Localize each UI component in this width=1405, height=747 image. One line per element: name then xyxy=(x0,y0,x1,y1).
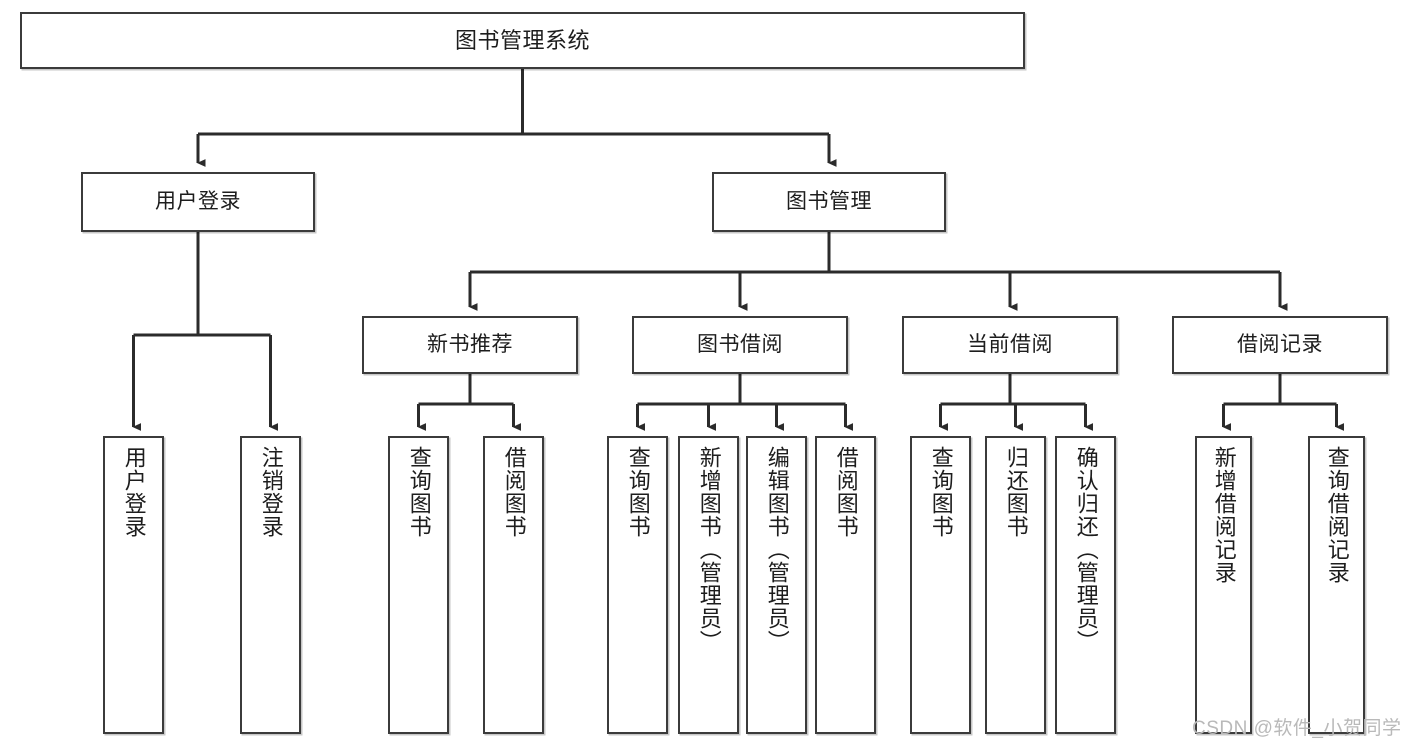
node-label: 用户登录 xyxy=(121,446,147,538)
node-borrow[interactable]: 图书借阅 xyxy=(632,316,848,374)
node-label: 图书借阅 xyxy=(697,332,783,356)
node-label: 用户登录 xyxy=(155,189,241,213)
node-label: 借阅记录 xyxy=(1237,332,1323,356)
node-records[interactable]: 借阅记录 xyxy=(1172,316,1388,374)
node-leaf-bor-2[interactable]: 新增图书（管理员） xyxy=(678,436,739,734)
node-leaf-cur-1[interactable]: 查询图书 xyxy=(910,436,971,734)
node-leaf-cur-3[interactable]: 确认归还（管理员） xyxy=(1055,436,1116,734)
node-leaf-new-2[interactable]: 借阅图书 xyxy=(483,436,544,734)
node-label: 借阅图书 xyxy=(833,446,859,538)
node-label: 图书管理 xyxy=(786,189,872,213)
node-label: 查询图书 xyxy=(928,446,954,538)
node-leaf-new-1[interactable]: 查询图书 xyxy=(388,436,449,734)
node-login[interactable]: 用户登录 xyxy=(81,172,315,232)
node-label: 图书管理系统 xyxy=(454,27,590,53)
node-label: 查询图书 xyxy=(406,446,432,538)
node-bookmgmt[interactable]: 图书管理 xyxy=(712,172,946,232)
node-leaf-rec-2[interactable]: 查询借阅记录 xyxy=(1308,436,1365,734)
node-leaf-bor-3[interactable]: 编辑图书（管理员） xyxy=(746,436,807,734)
watermark: CSDN @软件_小贺同学 xyxy=(1192,718,1402,739)
node-label: 归还图书 xyxy=(1003,446,1029,538)
node-current[interactable]: 当前借阅 xyxy=(902,316,1118,374)
node-leaf-bor-1[interactable]: 查询图书 xyxy=(607,436,668,734)
node-leaf-login-1[interactable]: 用户登录 xyxy=(103,436,164,734)
node-leaf-rec-1[interactable]: 新增借阅记录 xyxy=(1195,436,1252,734)
node-label: 新书推荐 xyxy=(427,332,513,356)
node-leaf-login-2[interactable]: 注销登录 xyxy=(240,436,301,734)
node-label: 查询借阅记录 xyxy=(1324,446,1350,584)
node-label: 新增借阅记录 xyxy=(1211,446,1237,584)
node-label: 确认归还（管理员） xyxy=(1073,446,1099,653)
node-label: 注销登录 xyxy=(258,446,284,538)
node-newbook[interactable]: 新书推荐 xyxy=(362,316,578,374)
node-label: 查询图书 xyxy=(625,446,651,538)
node-label: 当前借阅 xyxy=(967,332,1053,356)
node-leaf-bor-4[interactable]: 借阅图书 xyxy=(815,436,876,734)
node-root[interactable]: 图书管理系统 xyxy=(20,12,1025,69)
node-label: 编辑图书（管理员） xyxy=(764,446,790,653)
node-label: 新增图书（管理员） xyxy=(696,446,722,653)
node-label: 借阅图书 xyxy=(501,446,527,538)
node-leaf-cur-2[interactable]: 归还图书 xyxy=(985,436,1046,734)
